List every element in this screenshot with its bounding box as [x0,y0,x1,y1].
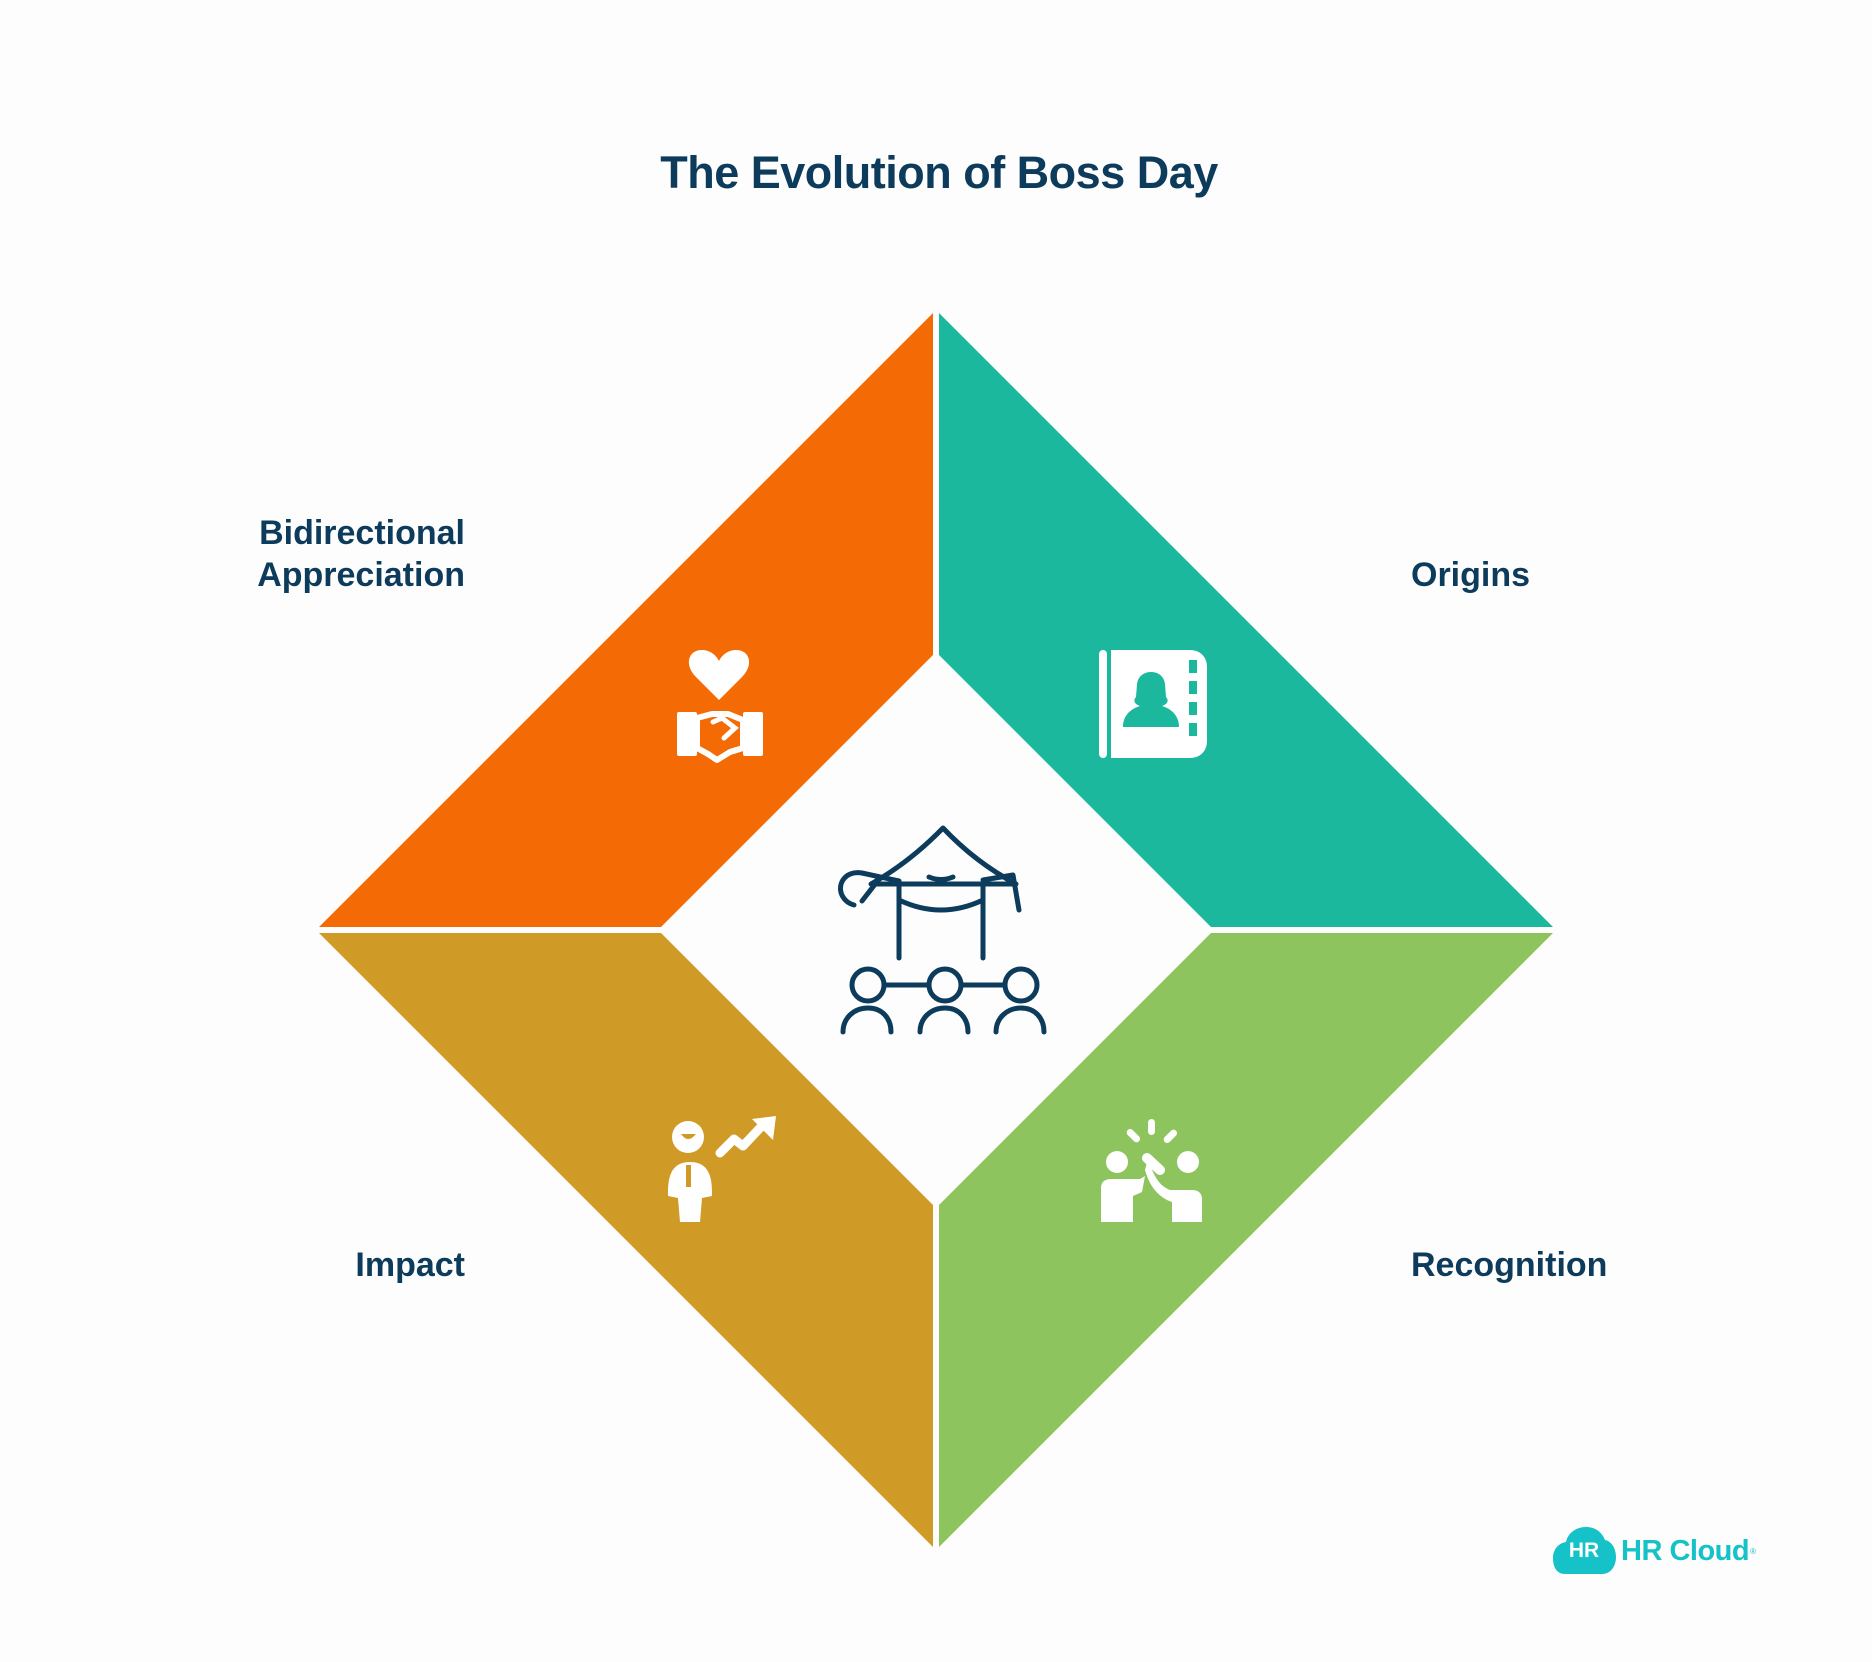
logo-wordmark: HR Cloud [1621,1535,1750,1567]
quadrant-top-left [319,313,933,927]
quadrant-bottom-left [319,933,933,1547]
label-bidirectional-appreciation: Bidirectional Appreciation [257,512,465,596]
label-impact: Impact [355,1246,465,1284]
label-line-1: Bidirectional [259,514,465,552]
high-five-icon [1101,1119,1202,1222]
quadrant-top-right [939,313,1553,927]
label-recognition: Recognition [1411,1246,1608,1284]
heart-handshake-icon [677,650,763,763]
page-title: The Evolution of Boss Day [660,147,1218,198]
label-origins: Origins [1411,556,1531,594]
label-line-2: Appreciation [257,556,465,594]
person-growth-icon [668,1116,776,1222]
leader-with-team-icon [838,825,1047,1035]
quadrant-bottom-right [939,933,1553,1547]
logo-cloud-badge: HR [1553,1526,1615,1576]
logo-badge-text: HR [1568,1539,1600,1562]
address-book-icon [1099,650,1207,758]
logo-registered-mark: ® [1750,1546,1756,1556]
hr-cloud-logo: HR HR Cloud ® [1553,1525,1756,1577]
hr-cloud-logo-icon [1553,1527,1616,1574]
